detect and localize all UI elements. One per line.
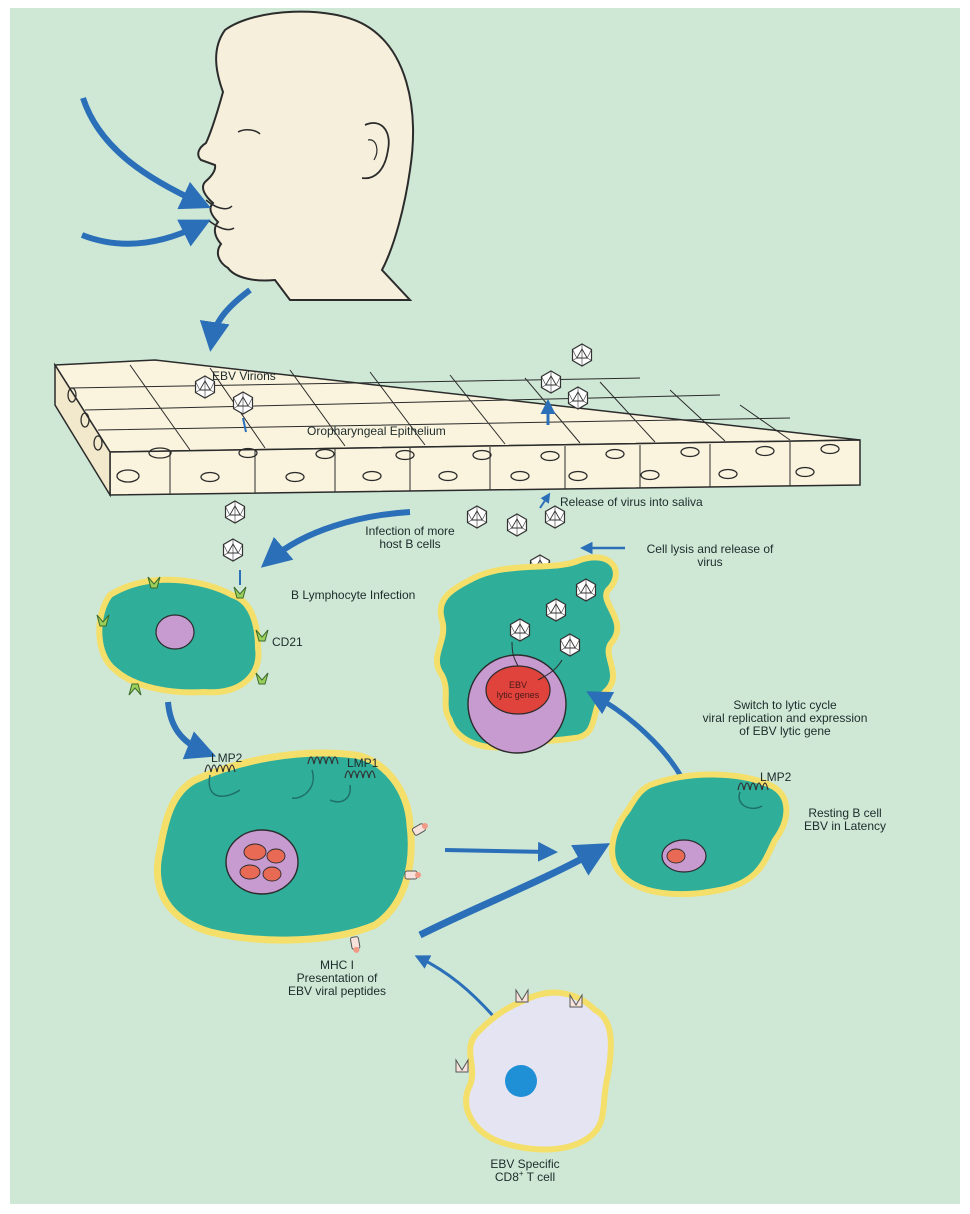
latency-arrow bbox=[445, 850, 550, 852]
label-infection-more-b-cells: Infection of more host B cells bbox=[350, 525, 470, 551]
human-head-illustration bbox=[198, 12, 413, 300]
label-mhc-presentation: MHC I Presentation of EBV viral peptides bbox=[272, 959, 402, 998]
label-switch-lytic: Switch to lytic cycle viral replication … bbox=[680, 699, 890, 738]
label-lmp2-infected: LMP2 bbox=[211, 752, 242, 765]
label-oropharyngeal-epithelium: Oropharyngeal Epithelium bbox=[307, 425, 446, 438]
lytic-cycle-cell bbox=[437, 557, 617, 753]
label-resting-b-cell: Resting B cell EBV in Latency bbox=[790, 807, 900, 833]
label-b-lymphocyte-infection: B Lymphocyte Infection bbox=[291, 589, 415, 602]
label-cd21: CD21 bbox=[272, 636, 303, 649]
label-ebv-virions: EBV Virions bbox=[212, 370, 276, 383]
b-lymphocyte-cell bbox=[97, 577, 268, 695]
label-lmp2-resting: LMP2 bbox=[760, 771, 791, 784]
label-ebv-lytic-genes: EBV lytic genes bbox=[493, 680, 543, 700]
label-lmp1: LMP1 bbox=[347, 757, 378, 770]
label-cell-lysis: Cell lysis and release of virus bbox=[630, 543, 790, 569]
label-t-cell: EBV Specific CD8+ T cell bbox=[470, 1158, 580, 1184]
label-release-into-saliva: Release of virus into saliva bbox=[560, 496, 703, 509]
